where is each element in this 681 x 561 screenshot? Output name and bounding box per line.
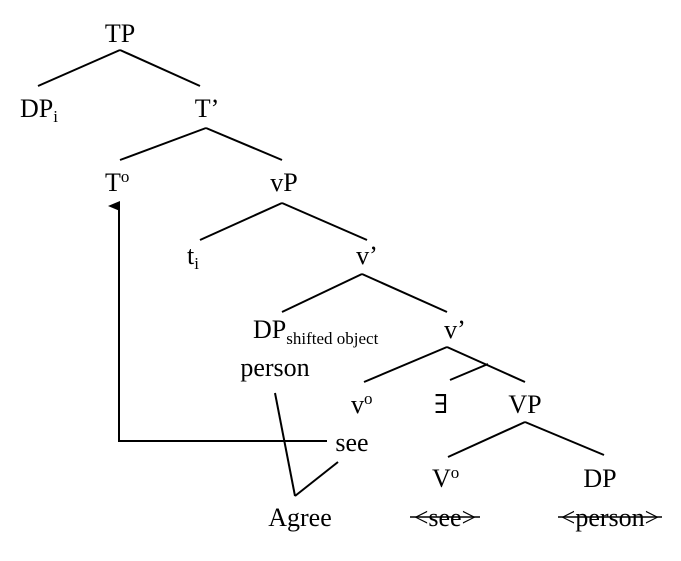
edge-vbar-lower-exists	[449, 363, 489, 381]
node-trace: ti	[187, 241, 199, 273]
node-exists: ∃	[434, 390, 448, 419]
node-v-bar-lower: v’	[444, 315, 466, 344]
node-agree: Agree	[268, 503, 332, 532]
edge-VP-DP	[524, 421, 605, 456]
head-movement-arrow	[108, 201, 327, 442]
edge-tbar-vp	[205, 127, 283, 161]
edge-vp-trace	[199, 202, 283, 241]
edge-tbar-thead	[119, 127, 207, 161]
edge-vp-vbar-upper	[281, 202, 368, 241]
node-see: see	[335, 428, 368, 457]
node-t-head: To	[105, 167, 129, 197]
edge-VP-Vhead	[447, 421, 526, 458]
node-person: person	[240, 353, 309, 382]
node-vp-little: vP	[270, 168, 297, 197]
node-dp-shifted: DPshifted object	[253, 315, 379, 348]
edge-vbar-vbar-lower	[361, 273, 448, 313]
node-v-bar-upper: v’	[356, 241, 378, 270]
edge-tp-dpi	[37, 49, 121, 87]
edge-vbar-lower-vhead	[363, 346, 448, 383]
tree-edges	[37, 49, 605, 458]
node-vp-big: VP	[508, 390, 541, 419]
agree-lines	[274, 392, 339, 497]
node-tp: TP	[105, 19, 135, 48]
node-t-bar: T’	[195, 94, 220, 123]
agree-line-person	[274, 392, 296, 497]
edge-tp-tbar	[119, 49, 201, 87]
agree-line-see	[294, 461, 339, 497]
node-dp-object: DP	[583, 464, 616, 493]
edge-vbar-dpshifted	[281, 273, 363, 313]
edge-vbar-lower-VP	[446, 346, 526, 383]
node-v-head: vo	[351, 389, 373, 419]
node-v-big-head: Vo	[432, 463, 459, 493]
node-dp-i: DPi	[20, 94, 58, 126]
